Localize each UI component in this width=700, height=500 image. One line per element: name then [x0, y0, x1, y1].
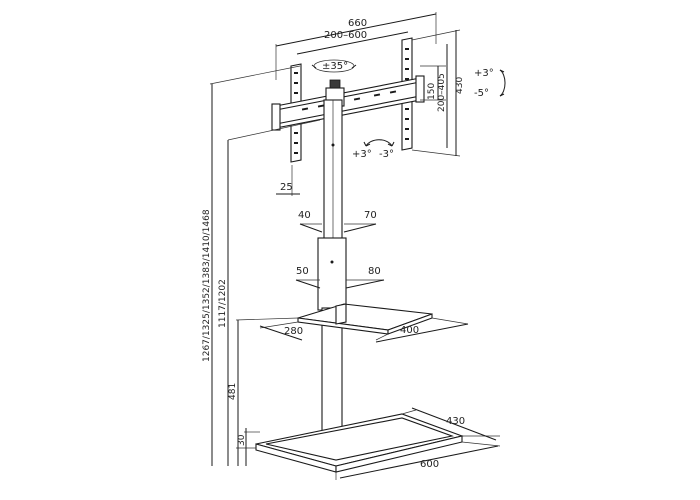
swivel-label: ±35°	[322, 61, 348, 72]
tilt-down-label: -5°	[474, 88, 489, 99]
dim-right-heights: 150 200–405 430	[411, 29, 465, 157]
tv-bracket	[271, 37, 425, 163]
dim-column-top: 40 70	[298, 210, 377, 233]
dim-heights-label: 1267/1325/1352/1383/1410/1468	[202, 209, 212, 362]
dim-shelf-range-label: 1117/1202	[218, 279, 228, 328]
dim-25-label: 25	[280, 182, 293, 193]
base	[255, 413, 464, 473]
swivel-indicator: ±35°	[311, 59, 357, 73]
dim-70-label: 70	[364, 210, 377, 221]
dim-600-label: 600	[420, 459, 439, 470]
dim-660: 660	[275, 12, 437, 80]
dim-430-base-label: 430	[446, 416, 465, 427]
dim-shelf: 280 400	[259, 317, 469, 343]
tilt-indicator: +3° -5°	[474, 68, 506, 99]
shelf	[297, 303, 433, 335]
tilt-up-label: +3°	[474, 68, 494, 79]
level-adjust: +3° -3°	[352, 139, 395, 160]
dim-base: 430 600	[335, 407, 501, 480]
dim-vesa-width-label: 200–600	[324, 30, 367, 41]
dim-column-low: 50 80	[295, 266, 385, 289]
dim-50-label: 50	[296, 266, 309, 277]
dim-40-label: 40	[298, 210, 311, 221]
dim-400-label: 400	[400, 325, 419, 336]
level-plus-label: +3°	[352, 149, 372, 160]
column	[317, 99, 347, 447]
dim-25: 25	[276, 165, 300, 196]
dim-30-label: 30	[237, 434, 247, 446]
dim-430-label: 430	[455, 77, 465, 94]
dim-481-label: 481	[228, 383, 238, 400]
dim-80-label: 80	[368, 266, 381, 277]
dim-left-heights: 1267/1325/1352/1383/1410/1468 1117/1202 …	[202, 65, 321, 466]
dim-280-label: 280	[284, 326, 303, 337]
dim-vesa-width: 200–600	[296, 30, 409, 55]
dim-660-label: 660	[348, 18, 367, 29]
dim-vesa-height-label: 200–405	[437, 73, 447, 112]
dim-150-label: 150	[427, 83, 437, 100]
level-minus-label: -3°	[379, 149, 394, 160]
